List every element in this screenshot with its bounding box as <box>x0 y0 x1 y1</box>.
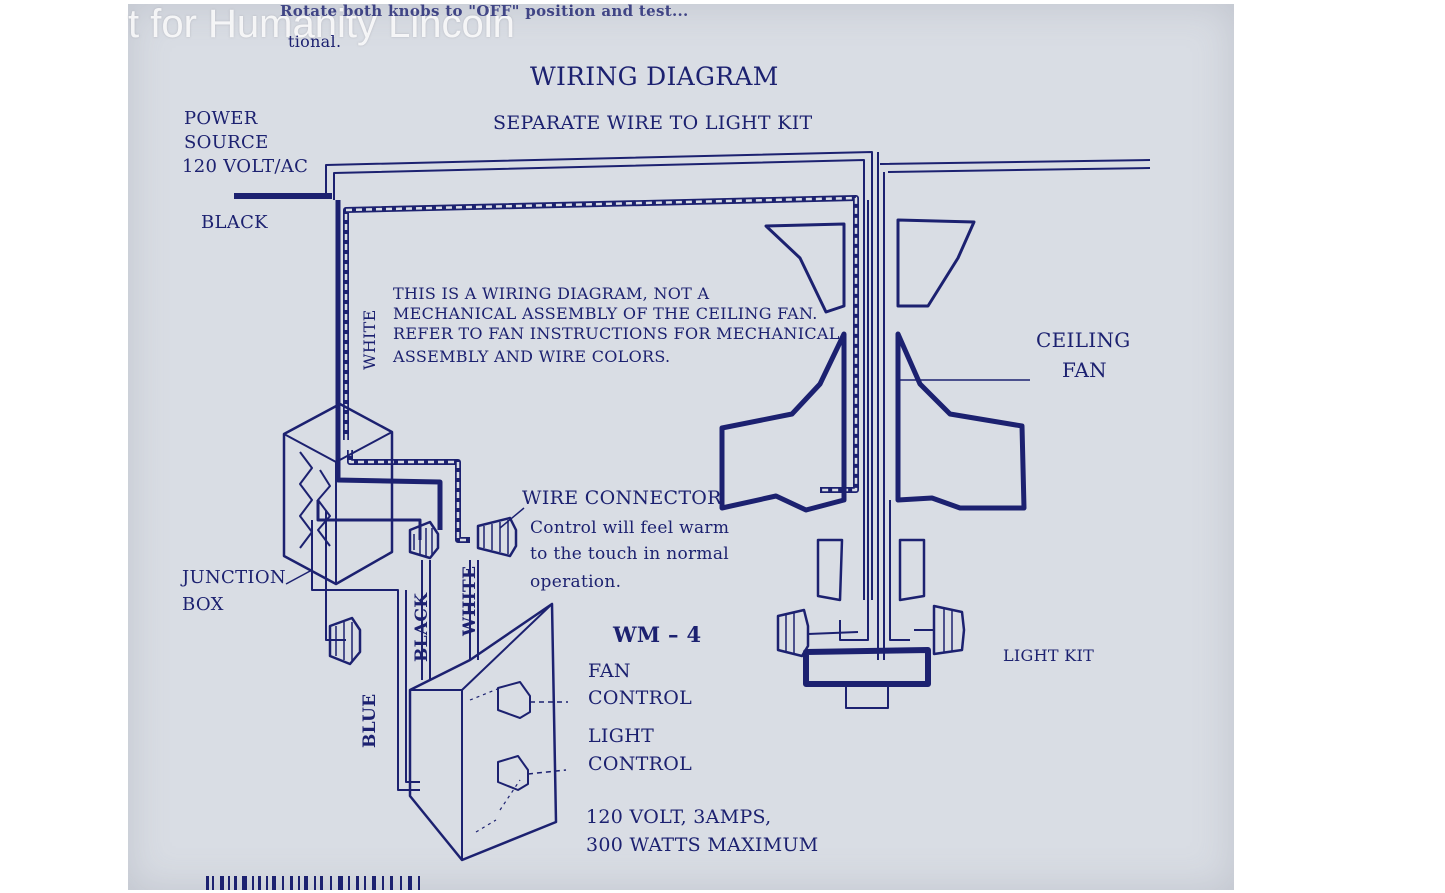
fan-control-label-2: CONTROL <box>588 687 693 709</box>
wire-connector-label: WIRE CONNECTOR <box>522 487 722 509</box>
note-line-3: REFER TO FAN INSTRUCTIONS FOR MECHANICAL <box>393 324 840 343</box>
barcode <box>206 876 420 890</box>
black-wire-label: BLACK <box>201 212 268 233</box>
ceiling-fan-label-1: CEILING <box>1036 328 1131 352</box>
diagram-title: WIRING DIAGRAM <box>530 62 779 91</box>
blue-wire-vertical-label: BLUE <box>360 693 380 748</box>
light-control-label-1: LIGHT <box>588 725 655 747</box>
note-line-2: MECHANICAL ASSEMBLY OF THE CEILING FAN. <box>393 304 818 323</box>
diagram-subtitle: SEPARATE WIRE TO LIGHT KIT <box>493 112 813 134</box>
fan-housing-right <box>895 331 1027 511</box>
light-kit-nut-right <box>932 604 966 656</box>
wall-control <box>408 602 558 862</box>
note-line-1: THIS IS A WIRING DIAGRAM, NOT A <box>393 284 710 303</box>
black-main-wire <box>335 200 443 530</box>
junction-box <box>282 402 394 586</box>
light-control-knob <box>497 755 529 791</box>
ceiling-fan-label-2: FAN <box>1062 358 1107 382</box>
white-wire-to-control <box>347 450 470 543</box>
rating-line-2: 300 WATTS MAXIMUM <box>586 834 819 856</box>
warm-note-line-3: operation. <box>530 572 622 592</box>
wire-nut-blue <box>328 616 362 666</box>
separate-wire-outer <box>325 151 873 600</box>
white-wire-vertical-label-2: WHITE <box>460 565 480 636</box>
junction-box-label-2: BOX <box>182 594 224 615</box>
warm-note-line-1: Control will feel warm <box>530 518 730 538</box>
fan-control-label-1: FAN <box>588 660 631 682</box>
cut-instruction-line-1: Rotate both knobs to "OFF" position and … <box>280 2 689 20</box>
junction-box-label-1: JUNCTION <box>182 567 286 588</box>
light-kit-nut-left <box>776 608 810 658</box>
power-source-line-1: POWER <box>184 108 258 129</box>
power-source-line-2: SOURCE <box>184 132 269 153</box>
light-kit-label: LIGHT KIT <box>1003 646 1095 665</box>
wire-nut-left <box>408 520 440 560</box>
instruction-card <box>128 4 1234 890</box>
light-control-label-2: CONTROL <box>588 753 693 775</box>
fan-control-knob <box>497 681 531 719</box>
fan-housing-left <box>719 331 847 513</box>
cut-instruction-line-2: tional. <box>288 32 342 51</box>
light-kit-housing <box>816 538 926 602</box>
note-line-4: ASSEMBLY AND WIRE COLORS. <box>393 347 671 366</box>
watermark-text: t for Humanity Lincoln <box>128 2 515 46</box>
fan-canopy-left <box>764 222 846 314</box>
rating-line-1: 120 VOLT, 3AMPS, <box>586 806 772 828</box>
model-label: WM – 4 <box>613 622 702 647</box>
white-wire-loop <box>343 195 859 493</box>
black-wire-vertical-label: BLACK <box>412 592 432 662</box>
wire-nut-right <box>476 516 518 558</box>
warm-note-line-2: to the touch in normal <box>530 544 729 564</box>
power-source-line-3: 120 VOLT/AC <box>182 156 309 177</box>
separate-wire-inner <box>333 159 865 600</box>
white-wire-vertical-label: WHITE <box>360 309 379 370</box>
fan-canopy-right <box>896 218 976 308</box>
